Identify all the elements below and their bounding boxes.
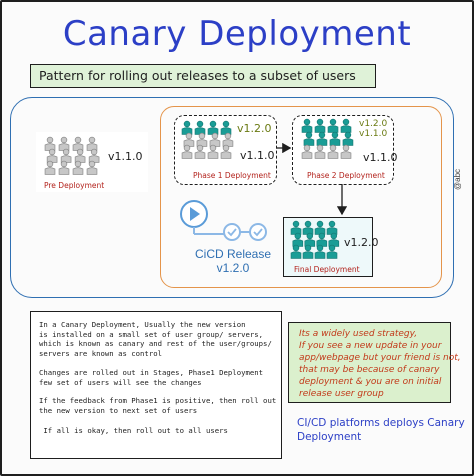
user-icon — [194, 120, 206, 135]
user-icon — [194, 144, 206, 159]
user-icon — [314, 144, 326, 159]
user-icon — [342, 131, 354, 146]
note-paragraph: Changes are rolled out in Stages, Phase1… — [39, 368, 264, 387]
user-icon — [86, 136, 98, 151]
user-icon — [44, 136, 56, 151]
user-icon — [290, 220, 302, 235]
tip-line: deployment & you are on initial — [299, 377, 442, 387]
phase1-deployment-group: v1.2.0 v1.1.0 Phase 1 Deployment — [174, 115, 277, 185]
phase2-version-old: v1.1.0 — [363, 151, 398, 164]
final-version: v1.2.0 — [344, 236, 379, 249]
footer-line: Deployment — [297, 431, 362, 443]
user-icon — [44, 160, 56, 175]
cicd-pipeline-boundary — [160, 106, 442, 288]
user-crowd-icon — [290, 220, 340, 259]
user-icon — [316, 232, 328, 247]
user-crowd-icon — [44, 136, 100, 175]
user-icon — [181, 120, 193, 135]
user-icon — [340, 118, 352, 133]
user-icon — [72, 136, 84, 151]
user-icon — [183, 132, 195, 147]
user-icon — [340, 144, 352, 159]
tip-line: Its a widely used strategy, — [299, 329, 418, 339]
watermark: @abc — [453, 168, 462, 190]
phase2-version-new-2: v1.1.0 — [359, 129, 388, 139]
final-deployment-group: v1.2.0 Final Deployment — [283, 217, 379, 277]
user-icon — [207, 144, 219, 159]
user-icon — [326, 244, 338, 259]
user-icon — [72, 160, 84, 175]
cicd-release-label: CiCD Release v1.2.0 — [183, 247, 283, 275]
phase2-deployment-label: Phase 2 Deployment — [307, 171, 385, 180]
user-icon — [328, 232, 340, 247]
pre-deployment-group: v1.1.0 Pre Deployment — [36, 132, 148, 192]
phase1-deployment-label: Phase 1 Deployment — [193, 171, 271, 180]
phase1-version-new: v1.2.0 — [237, 122, 272, 135]
note-paragraph: If all is okay, then roll out to all use… — [39, 426, 228, 435]
user-icon — [290, 244, 302, 259]
user-icon — [207, 120, 219, 135]
user-crowd-icon — [181, 120, 234, 159]
subtitle: Pattern for rolling out releases to a su… — [39, 68, 356, 83]
footer-caption: CI/CD platforms deploys Canary Deploymen… — [297, 416, 467, 444]
user-icon — [327, 118, 339, 133]
deployment-outer-boundary — [10, 97, 454, 298]
user-icon — [314, 244, 326, 259]
explanation-notes: In a Canary Deployment, Usually the new … — [30, 311, 282, 459]
user-icon — [316, 131, 328, 146]
note-paragraph: In a Canary Deployment, Usually the new … — [39, 320, 272, 358]
user-icon — [326, 220, 338, 235]
user-icon — [302, 220, 314, 235]
phase2-version-new: v1.2.0 — [359, 119, 388, 129]
user-icon — [60, 148, 72, 163]
user-icon — [58, 136, 70, 151]
user-crowd-icon — [301, 118, 354, 159]
user-icon — [222, 132, 234, 147]
note-paragraph: If the feedback from Phase1 is positive,… — [39, 396, 277, 415]
user-icon — [209, 132, 221, 147]
phase1-version-old: v1.1.0 — [240, 149, 275, 162]
cicd-release-version: v1.2.0 — [216, 261, 250, 275]
tip-line: If you see a new update in your — [299, 341, 442, 351]
user-icon — [303, 131, 315, 146]
tip-note: Its a widely used strategy, If you see a… — [288, 322, 461, 403]
user-icon — [58, 160, 70, 175]
user-icon — [314, 220, 326, 235]
tip-line: that may be because of canary — [299, 365, 440, 375]
pre-version: v1.1.0 — [108, 150, 143, 163]
footer-line: CI/CD platforms deploys Canary — [297, 417, 465, 429]
user-icon — [302, 244, 314, 259]
subtitle-box: Pattern for rolling out releases to a su… — [30, 64, 376, 88]
user-icon — [86, 160, 98, 175]
user-icon — [196, 132, 208, 147]
user-icon — [220, 144, 232, 159]
user-icon — [181, 144, 193, 159]
cicd-release-title: CiCD Release — [194, 247, 272, 261]
user-icon — [292, 232, 304, 247]
page-title: Canary Deployment — [62, 14, 412, 54]
user-icon — [74, 148, 86, 163]
user-icon — [314, 118, 326, 133]
tip-line: release user group — [299, 389, 384, 399]
user-icon — [220, 120, 232, 135]
user-icon — [304, 232, 316, 247]
user-icon — [301, 118, 313, 133]
user-icon — [301, 144, 313, 159]
user-icon — [46, 148, 58, 163]
tip-line: app/webpage but your friend is not, — [299, 353, 461, 363]
final-deployment-label: Final Deployment — [294, 265, 360, 274]
user-icon — [88, 148, 100, 163]
user-icon — [327, 144, 339, 159]
phase2-deployment-group: v1.2.0 v1.1.0 v1.1.0 Phase 2 Deployment — [292, 115, 398, 185]
user-icon — [329, 131, 341, 146]
play-checkmark-pipeline-icon — [180, 200, 267, 241]
pre-deployment-label: Pre Deployment — [44, 181, 105, 190]
